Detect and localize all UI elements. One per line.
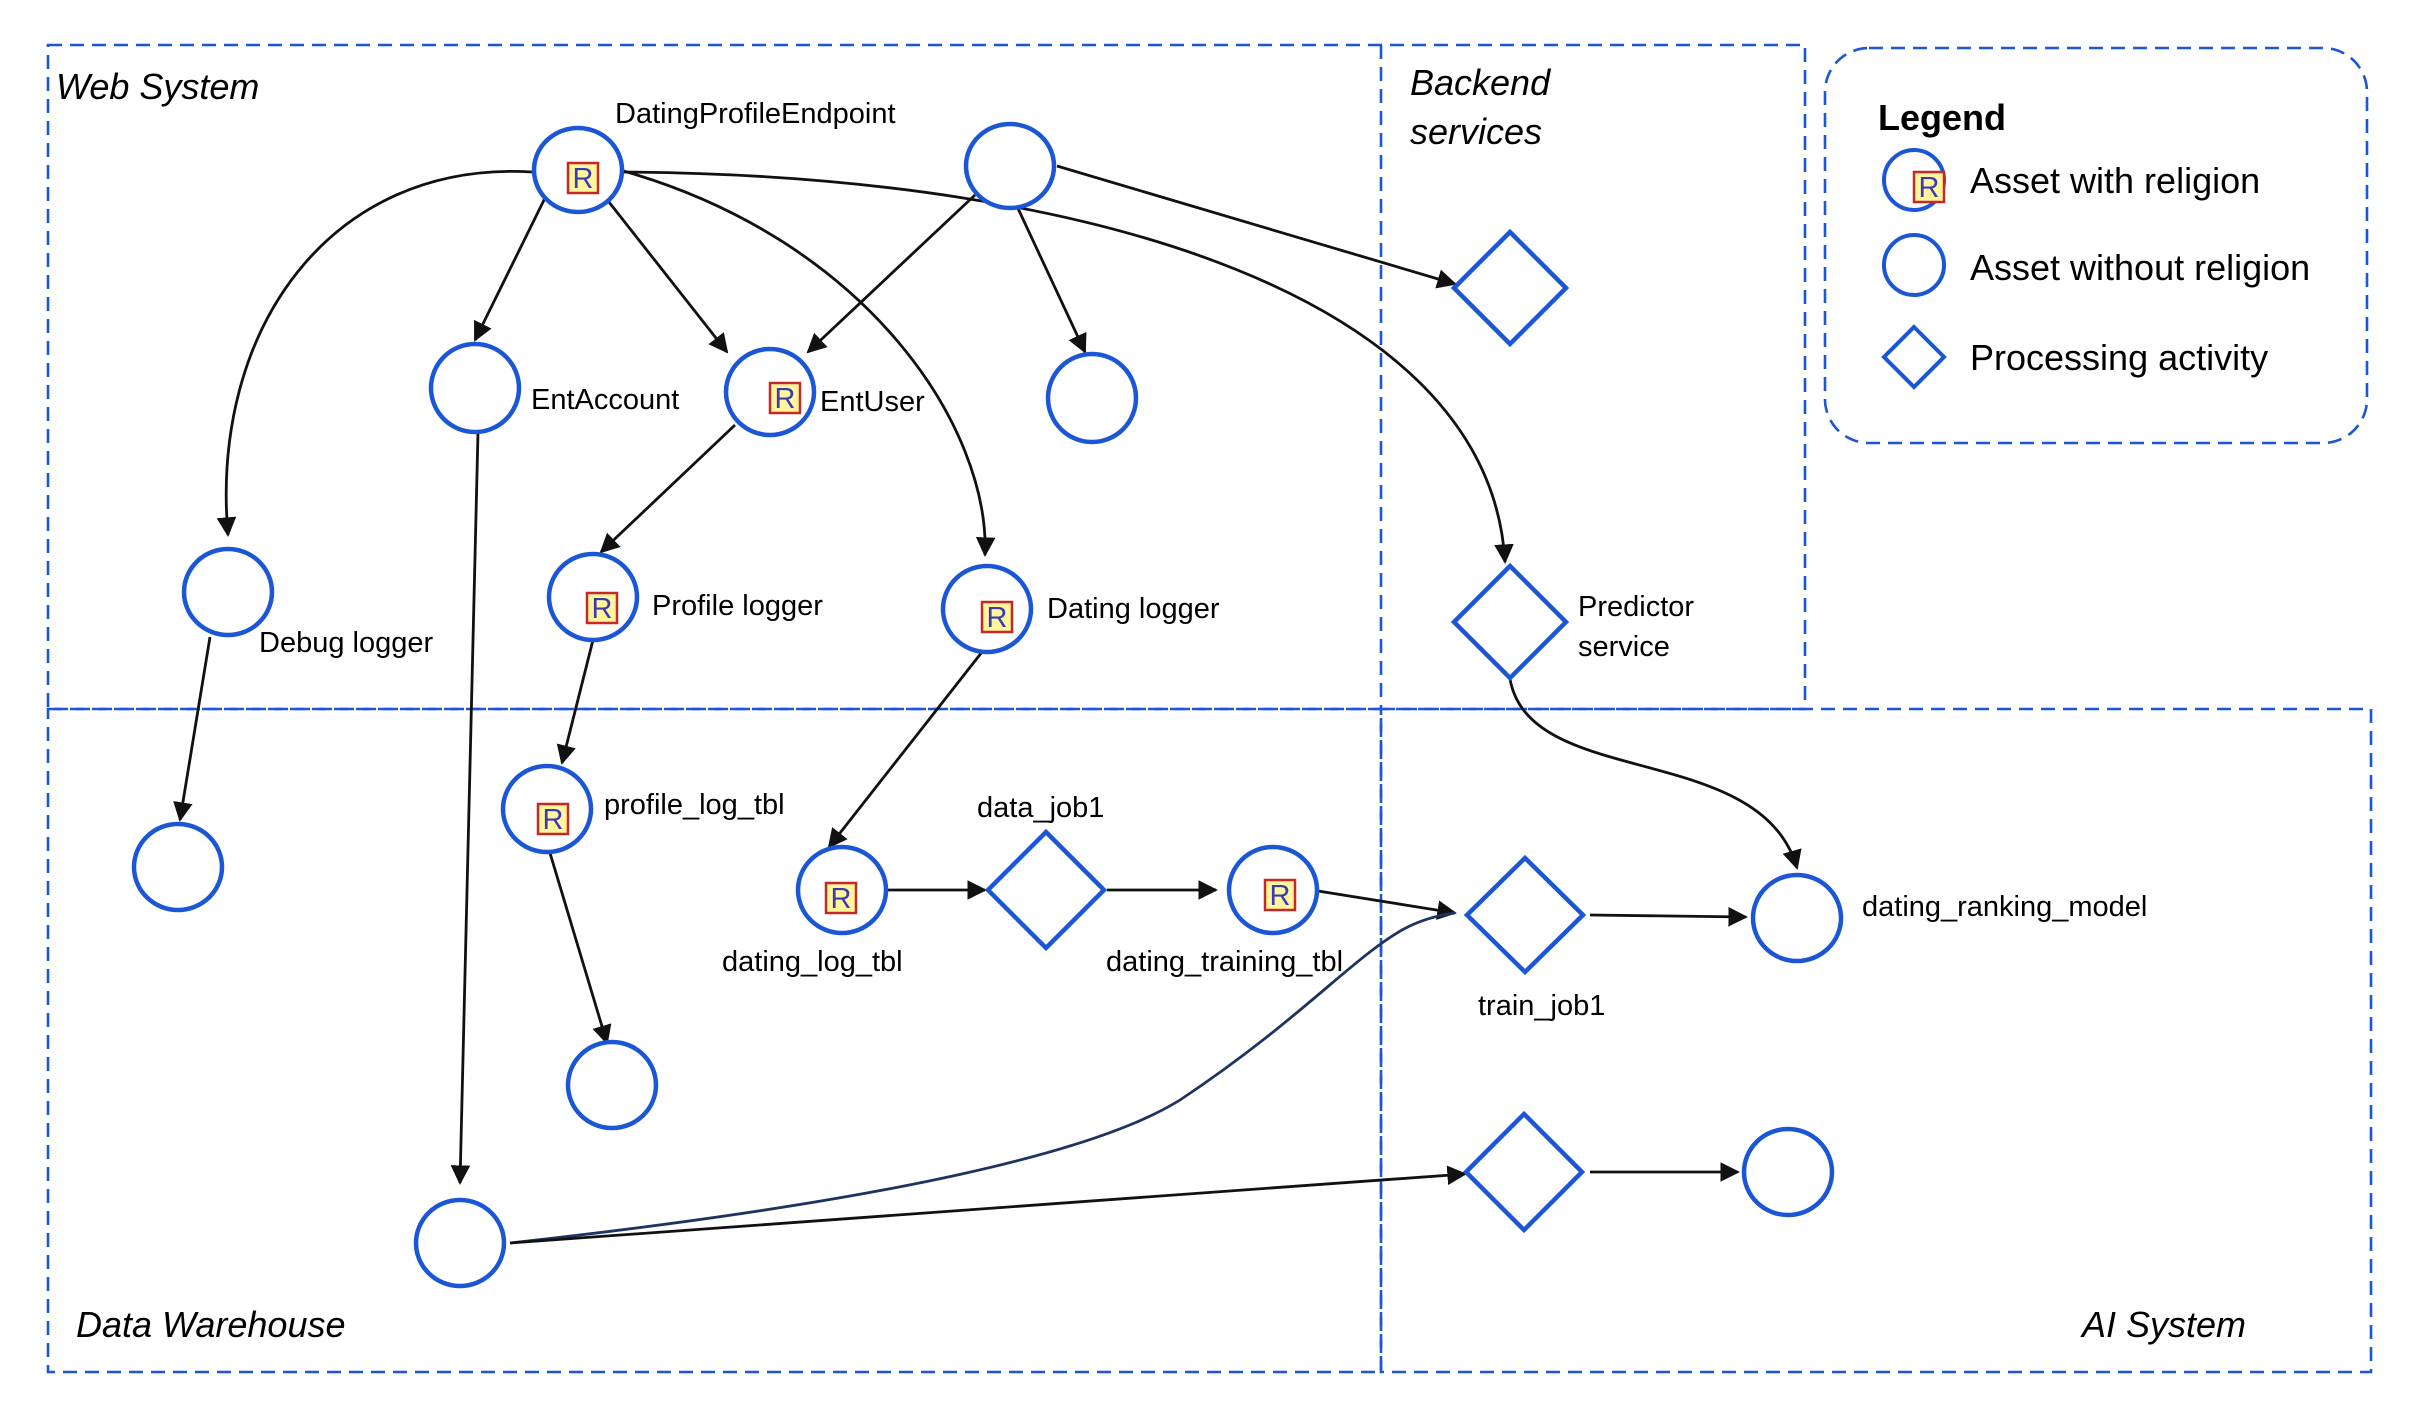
label-train-job1: train_job1 <box>1478 990 1605 1022</box>
edge-dw-diamond <box>509 1165 1467 1245</box>
religion-badge-profile-log-tbl: R <box>536 802 570 836</box>
svg-text:R: R <box>987 602 1008 634</box>
edge-trainjob1-model <box>1589 906 1748 927</box>
edge-endpoint-datinglogger <box>619 168 996 557</box>
svg-text:R: R <box>543 804 564 836</box>
node-labels: DatingProfileEndpoint EntAccount EntUser… <box>259 98 2147 1022</box>
label-debug-logger: Debug logger <box>259 627 433 659</box>
processing-node-data-job1[interactable] <box>984 828 1108 952</box>
asset-node-dw-unlabeled-left[interactable] <box>131 821 225 913</box>
asset-node-dating-ranking-model[interactable] <box>1750 872 1844 964</box>
legend-asset-without-religion-icon <box>1882 233 1946 297</box>
label-profile-log-tbl: profile_log_tbl <box>604 789 785 821</box>
processing-node-backend[interactable] <box>1450 228 1570 348</box>
label-ent-account: EntAccount <box>531 384 679 416</box>
edge-node-entuser <box>806 193 976 354</box>
legend-without-religion: Asset without religion <box>1970 247 2310 288</box>
edge-endpoint-entaccount <box>473 197 547 342</box>
svg-text:R: R <box>592 593 613 625</box>
svg-text:R: R <box>1919 172 1940 204</box>
label-predictor-service-line1: Predictor <box>1578 591 1694 623</box>
label-profile-logger: Profile logger <box>652 590 823 622</box>
asset-node-top-unlabeled[interactable] <box>963 121 1057 211</box>
svg-text:R: R <box>1270 880 1291 912</box>
label-ent-user: EntUser <box>820 386 925 418</box>
religion-badge-dating-profile-endpoint: R <box>566 161 600 195</box>
svg-text:R: R <box>831 883 852 915</box>
legend-with-religion: Asset with religion <box>1970 160 2260 201</box>
asset-node-ai-unlabeled[interactable] <box>1741 1126 1835 1218</box>
edge-profilelogger-profilelogtbl <box>556 639 595 765</box>
label-dating-training-tbl: dating_training_tbl <box>1106 946 1343 978</box>
edge-debuglogger-dw <box>173 636 212 822</box>
label-data-job1: data_job1 <box>977 792 1104 824</box>
label-dating-log-tbl: dating_log_tbl <box>722 946 903 978</box>
legend-religion-badge: R <box>1912 170 1946 204</box>
processing-node-ai-unlabeled[interactable] <box>1462 1110 1586 1234</box>
processing-node-predictor-service[interactable] <box>1450 562 1570 682</box>
region-label-data-warehouse: Data Warehouse <box>76 1304 346 1345</box>
regions <box>46 43 2373 1374</box>
religion-badge-dating-logger: R <box>980 600 1014 634</box>
legend-box <box>1823 46 2369 445</box>
ai-system-region <box>1379 707 2373 1374</box>
asset-nodes <box>131 121 1844 1289</box>
label-dating-profile-endpoint: DatingProfileEndpoint <box>615 98 896 130</box>
label-dating-logger: Dating logger <box>1047 593 1220 625</box>
legend-processing-icon <box>1881 324 1947 390</box>
svg-text:R: R <box>775 383 796 415</box>
legend-processing: Processing activity <box>1970 337 2268 378</box>
edge-entuser-profilelogger <box>599 423 736 554</box>
legend-title: Legend <box>1878 97 2006 138</box>
label-predictor-service-line2: service <box>1578 631 1670 663</box>
region-label-backend-line1: Backend <box>1410 62 1551 103</box>
edge-dw-trainjob1 <box>509 911 1456 1245</box>
edge-node-backend-diamond <box>1056 164 1457 289</box>
asset-node-dw-unlabeled-bottom[interactable] <box>565 1039 659 1131</box>
edge-endpoint-debuglogger <box>216 170 533 537</box>
legend: Legend R Asset with religion Asset witho… <box>1878 97 2310 390</box>
asset-node-ent-account[interactable] <box>428 341 522 435</box>
religion-badges: R R R R R R R <box>536 161 1297 915</box>
label-dating-ranking-model: dating_ranking_model <box>1862 891 2147 923</box>
region-label-ai-system: AI System <box>2080 1304 2246 1345</box>
edge-datinglogger-datinglogtbl <box>827 651 984 849</box>
religion-badge-dating-log-tbl: R <box>824 881 858 915</box>
edges <box>173 164 1802 1245</box>
region-label-backend-line2: services <box>1410 111 1542 152</box>
edge-profilelogtbl-asset <box>548 852 612 1045</box>
processing-node-train-job1[interactable] <box>1463 854 1587 976</box>
region-label-web-system: Web System <box>56 66 259 107</box>
processing-nodes <box>984 228 1587 1234</box>
edge-endpoint-predictor <box>621 170 1514 564</box>
edge-predictor-model <box>1508 678 1802 870</box>
edge-entaccount-dw <box>450 431 480 1185</box>
web-system-region <box>46 43 1807 711</box>
asset-node-dw-store[interactable] <box>413 1197 507 1289</box>
data-warehouse-region <box>46 707 1383 1374</box>
edge-endpoint-entuser <box>603 196 729 354</box>
religion-badge-ent-user: R <box>768 381 802 415</box>
religion-badge-dating-training-tbl: R <box>1263 878 1297 912</box>
asset-node-web-unlabeled[interactable] <box>1045 351 1139 445</box>
religion-badge-profile-logger: R <box>585 591 619 625</box>
edge-datingtrainingtbl-trainjob1 <box>1317 889 1457 920</box>
asset-node-debug-logger[interactable] <box>181 546 275 638</box>
edge-node-asset <box>1013 201 1087 354</box>
svg-text:R: R <box>573 163 594 195</box>
